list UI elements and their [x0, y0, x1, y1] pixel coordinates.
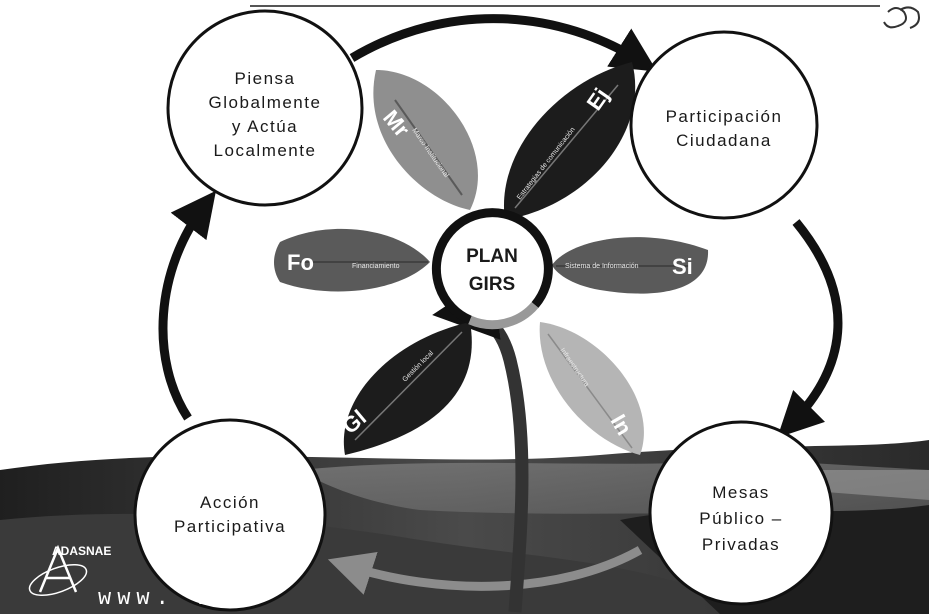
node-bottom-left-line-2: Participativa — [174, 517, 286, 536]
node-bottom-right-line-2: Público – — [699, 509, 782, 528]
node-bottom-right-line-3: Privadas — [702, 535, 780, 554]
node-bottom-right: Mesas Público – Privadas — [648, 420, 834, 606]
brand-name: ADASNAE — [52, 544, 111, 558]
leaf-gl: Gl Gestión local — [337, 322, 472, 455]
leaf-ej: Ej Estrategias de comunicación — [503, 62, 636, 220]
node-bottom-left-line-1: Acción — [200, 493, 260, 512]
center-line-2: GIRS — [469, 274, 515, 295]
node-bottom-left: Acción Participativa — [133, 418, 327, 612]
leaf-fo-label: Financiamiento — [352, 263, 400, 270]
node-top-right-line-1: Participación — [666, 107, 783, 126]
node-top-left-line-3: y Actúa — [232, 117, 298, 136]
node-top-left: Piensa Globalmente y Actúa Localmente — [166, 9, 364, 207]
arrow-top — [349, 14, 658, 72]
leaf-si: Si Sistema de Información — [552, 237, 709, 294]
logo-scribble-icon — [883, 6, 920, 29]
arrow-bottom — [327, 546, 643, 595]
leaf-in: In Infraestructura — [539, 322, 644, 455]
brand-a-icon — [38, 544, 78, 593]
node-bottom-right-line-1: Mesas — [712, 483, 770, 502]
node-top-right-line-2: Ciudadana — [676, 131, 772, 150]
node-top-left-line-1: Piensa — [235, 69, 296, 88]
leaf-si-code: Si — [672, 254, 693, 279]
arrow-right — [777, 219, 843, 438]
leaf-mr: Mr Marco Institucional — [373, 70, 478, 210]
leaf-fo: Fo Financiamiento — [274, 228, 430, 292]
leaf-si-label: Sistema de Información — [565, 263, 639, 270]
node-top-right: Participación Ciudadana — [629, 30, 819, 220]
footer-website: www. .cl — [98, 586, 252, 611]
node-top-left-line-4: Localmente — [214, 141, 317, 160]
center-line-1: PLAN — [466, 246, 518, 267]
cycle-arrows — [158, 14, 843, 595]
leaf-fo-code: Fo — [287, 250, 314, 275]
arrow-left — [158, 190, 216, 421]
brand-logo: ADASNAE www. .cl — [28, 544, 252, 611]
center-plan-girs: PLAN GIRS — [431, 208, 553, 330]
node-top-left-line-2: Globalmente — [209, 93, 322, 112]
